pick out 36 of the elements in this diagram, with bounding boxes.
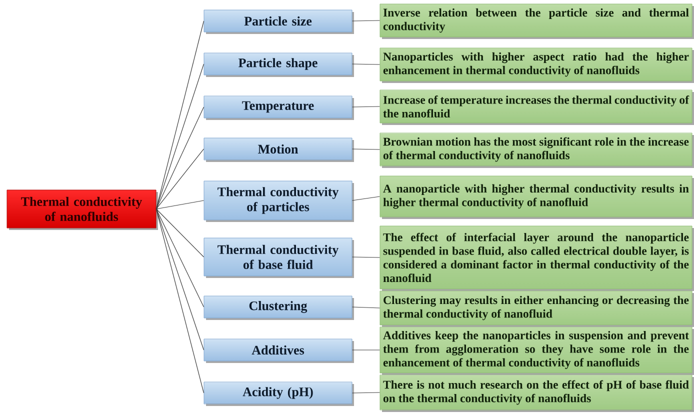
connector-line xyxy=(352,196,380,201)
connector-line xyxy=(156,208,204,394)
connector-line xyxy=(352,20,380,22)
description-box: Increase of temperature increases the thermal conductivity of the nanofluid xyxy=(380,90,694,125)
connector-line xyxy=(156,106,204,210)
factor-box: Thermal conductivity of particles xyxy=(204,180,354,222)
connector-line xyxy=(352,106,380,108)
connector-line xyxy=(156,208,204,258)
connector-line xyxy=(156,208,204,350)
topic-box: Thermal conductivity of nanofluids xyxy=(6,190,158,230)
description-box: A nanoparticle with higher thermal conductivity results in higher thermal conductivity of nanofluid xyxy=(380,176,694,219)
factor-box: Temperature xyxy=(204,96,354,120)
description-box: The effect of interfacial layer around the nanoparticle suspended in base fluid, also called electrical double layer, is considered a dominant factor in thermal conductivity of the nanofluid xyxy=(380,226,694,291)
factor-box: Particle size xyxy=(204,10,354,34)
description-box: Clustering may results in either enhancing or decreasing the thermal conductivity of nanofluid xyxy=(380,290,694,327)
connector-line xyxy=(352,256,380,258)
description-box: Inverse relation between the particle size and thermal conductivity xyxy=(380,4,694,39)
connector-line xyxy=(352,306,380,308)
connector-line xyxy=(352,64,380,65)
factor-box: Acidity (pH) xyxy=(204,382,354,406)
description-box: Brownian motion has the most significant role in the increase of thermal conductivity of nanofluids xyxy=(380,132,694,168)
factor-box: Clustering xyxy=(204,296,354,320)
description-box: Additives keep the nanoparticles in suspension and prevent them from agglomeration so they have some role in the enhancement of thermal conductivity of nanofluids xyxy=(380,326,694,375)
connector-line xyxy=(156,208,204,308)
connector-line xyxy=(156,64,204,210)
factor-box: Thermal conductivity of base fluid xyxy=(204,238,354,278)
description-box: Nanoparticles with higher aspect ratio had the higher enhancement in thermal conductivity of nanofluids xyxy=(380,48,694,83)
connector-line xyxy=(156,20,204,210)
connector-line xyxy=(156,200,204,210)
factor-box: Particle shape xyxy=(204,52,354,77)
factor-box: Additives xyxy=(204,338,354,363)
connector-line xyxy=(156,148,204,210)
factor-box: Motion xyxy=(204,138,354,162)
connector-line xyxy=(352,392,380,394)
description-box: There is not much research on the effect of pH of base fluid on the thermal conductivity of nanofluids xyxy=(380,374,694,412)
connector-line xyxy=(352,148,380,150)
